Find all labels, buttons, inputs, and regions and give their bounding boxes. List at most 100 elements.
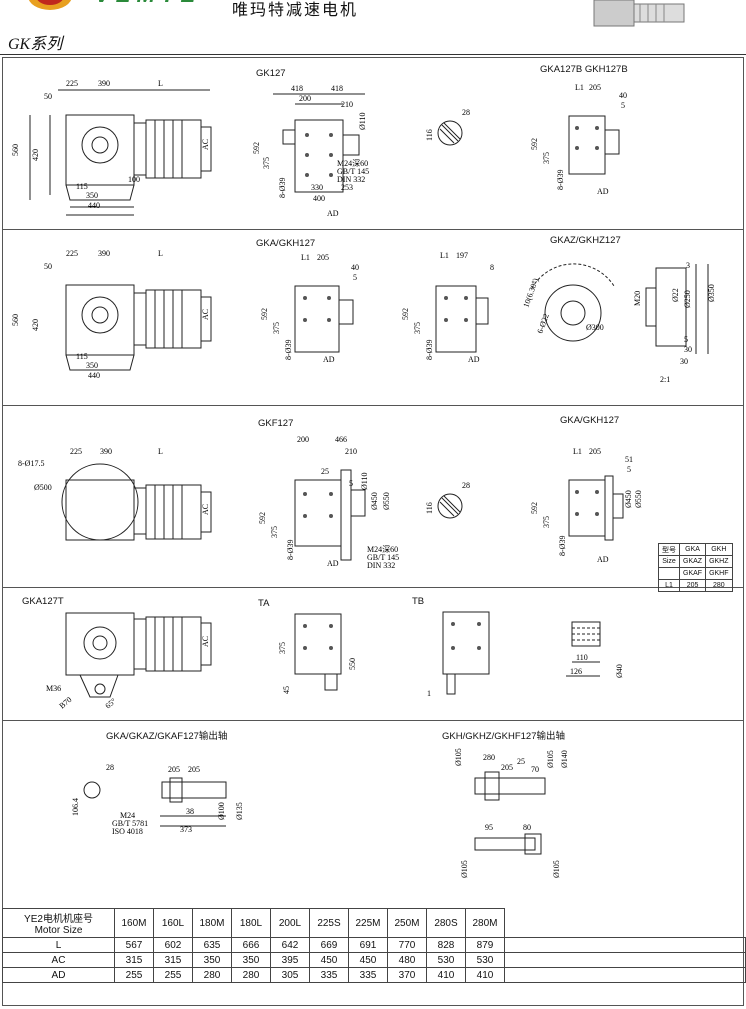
header-product-image [593, 0, 685, 27]
table-cell: 型号 [658, 543, 680, 556]
dim-label: 418 [331, 84, 343, 93]
header-divider [0, 54, 746, 55]
table-cell: GKHZ [705, 555, 733, 568]
dim-label: 375 [542, 516, 551, 528]
dim-label: 390 [100, 447, 112, 456]
dim-label: M36 [46, 684, 61, 693]
dim-label: 116 [425, 129, 434, 141]
dim-label: AD [323, 355, 335, 364]
dim-label: 80 [523, 823, 531, 832]
dim-label: AD [597, 187, 609, 196]
dim-label: 592 [530, 502, 539, 514]
dim-label: GB/T 145 [337, 167, 369, 176]
dim-label: 2:1 [660, 375, 670, 384]
value-cell: 567 [114, 937, 154, 953]
view-title-gka-gkh127-b: GKA/GKH127 [560, 415, 620, 426]
dim-label: AD [327, 209, 339, 218]
dim-label: 440 [88, 371, 100, 380]
dim-label: M24深60 [337, 159, 368, 168]
dim-label: 592 [401, 308, 410, 320]
dim-label: 375 [272, 322, 281, 334]
dim-label: Ø300 [586, 323, 604, 332]
value-cell: 335 [309, 967, 349, 983]
dim-label: 375 [413, 322, 422, 334]
dim-label: 25 [321, 467, 329, 476]
dim-label: 8-Ø39 [556, 170, 565, 190]
dim-label: 5 [353, 273, 357, 282]
gkf-flange-side-view: 8-Ø17.5 225 390 L Ø500 AC [18, 447, 212, 541]
value-cell: 635 [192, 937, 232, 953]
table-cell: GKAF [678, 567, 707, 580]
size-cell: 280M [465, 908, 505, 938]
brand-logo [28, 0, 72, 10]
dim-label: 390 [98, 79, 110, 88]
table-header-cell: YE2电机机座号 Motor Size [2, 908, 115, 938]
value-cell: 255 [114, 967, 154, 983]
dim-label: 110 [576, 653, 588, 662]
dim-label: AC [201, 309, 210, 320]
value-cell: 879 [465, 937, 505, 953]
size-cell: 225M [348, 908, 388, 938]
dim-label: 375 [270, 526, 279, 538]
dim-label: 375 [262, 157, 271, 169]
value-cell: 410 [465, 967, 505, 983]
gkh127-front-view: L1 197 8 592 375 8-Ø39 AD [401, 251, 494, 364]
dim-label: 45 [282, 686, 291, 694]
series-title: GK系列 [8, 36, 63, 53]
motor-size-table: YE2电机机座号 Motor Size 160M 160L 180M 180L … [2, 908, 746, 983]
dim-label: 8-Ø39 [558, 536, 567, 556]
dim-label: 418 [291, 84, 303, 93]
dim-label: Ø550 [382, 492, 391, 510]
dim-label: L [158, 79, 163, 88]
dim-label: L1 [575, 83, 584, 92]
dim-label: 550 [348, 658, 357, 670]
dim-label: B70 [58, 695, 74, 710]
dim-label: 40 [619, 91, 627, 100]
dim-label: DIN 332 [337, 175, 365, 184]
value-cell: 770 [387, 937, 427, 953]
view-title-tb: TB [412, 596, 425, 607]
dim-label: 400 [313, 194, 325, 203]
size-cell: 160M [114, 908, 154, 938]
dim-label: Ø500 [34, 483, 52, 492]
dim-label: 420 [31, 319, 40, 331]
dim-label: 5 [627, 465, 631, 474]
gka127-front-view: L1 205 40 5 592 375 8-Ø39 AD [260, 253, 359, 364]
dim-label: AD [327, 559, 339, 568]
dim-label: Ø350 [707, 284, 716, 302]
shaft-keyway-section-2: 28 116 [425, 481, 470, 519]
value-cell: 305 [270, 967, 310, 983]
dim-label: 592 [260, 308, 269, 320]
dim-label: 38 [186, 807, 194, 816]
view-title-gk127: GK127 [256, 68, 286, 79]
dim-label: 70 [531, 765, 539, 774]
value-cell: 315 [153, 952, 193, 968]
dim-label: 65° [104, 696, 118, 710]
dim-label: 30 [680, 357, 688, 366]
dim-label: Ø110 [358, 113, 367, 130]
dim-label: 200 [297, 435, 309, 444]
dim-label: 28 [106, 763, 114, 772]
dim-label: 205 [501, 763, 513, 772]
dim-label: 115 [76, 182, 88, 191]
value-cell: 315 [114, 952, 154, 968]
gka127-flange-view: L1 205 51 5 592 375 8-Ø39 AD Ø450 Ø550 [530, 447, 643, 564]
section-divider [2, 720, 744, 721]
dim-label: Ø105 [546, 750, 555, 768]
dim-label: Ø105 [552, 860, 561, 878]
dim-label: 592 [530, 138, 539, 150]
value-cell: 335 [348, 967, 388, 983]
dim-label: Ø22 [671, 288, 680, 302]
size-cell: 200L [270, 908, 310, 938]
row-label: AD [2, 967, 115, 983]
dim-label: M24深60 [367, 545, 398, 554]
dim-label: 5 [349, 479, 353, 488]
dim-label: 466 [335, 435, 347, 444]
dim-label: 116 [425, 502, 434, 514]
view-title-gkaz-gkhz127: GKAZ/GKHZ127 [550, 235, 621, 246]
size-cell: 180L [231, 908, 271, 938]
table-cell: 280 [705, 579, 733, 592]
table-cell [658, 567, 680, 580]
gka127b-view: L1 205 40 5 592 375 8-Ø39 AD [530, 83, 627, 196]
dim-label: 5 [684, 335, 688, 344]
